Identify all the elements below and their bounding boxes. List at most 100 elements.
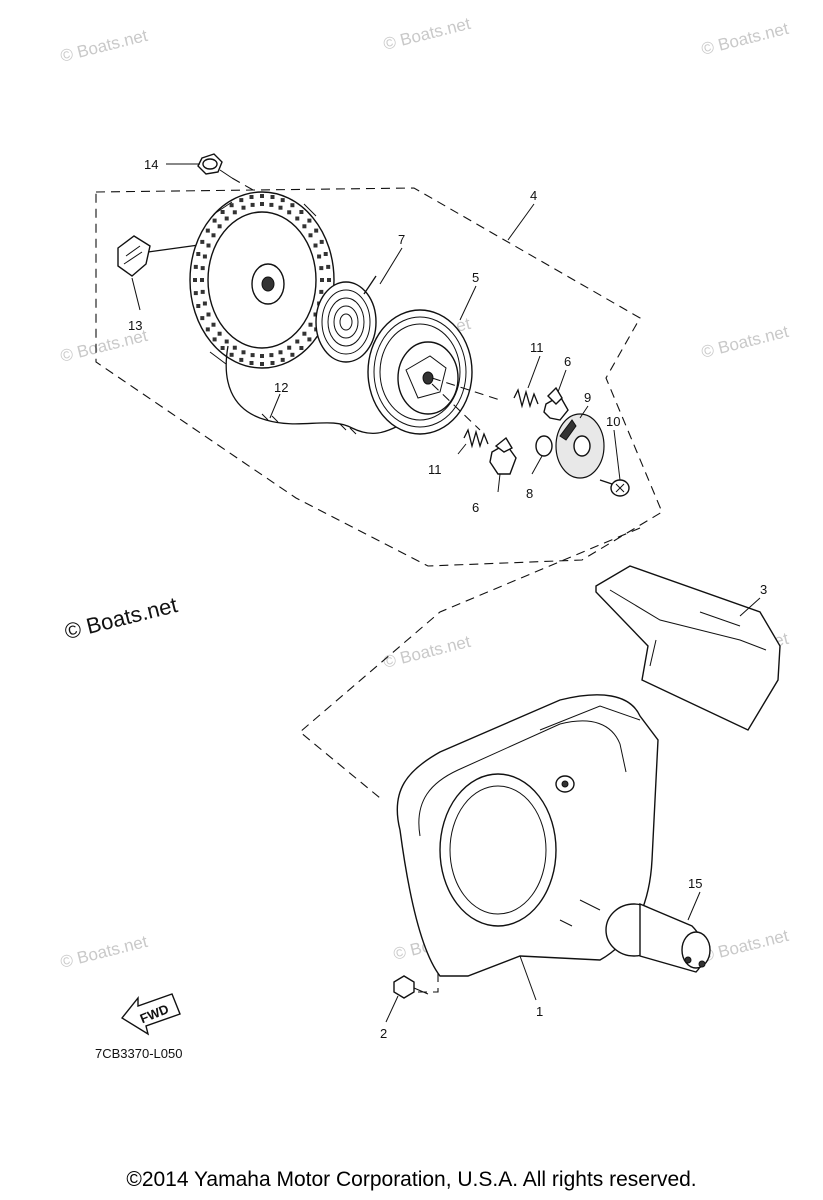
callout-7: 7 bbox=[398, 232, 405, 247]
vent-hole bbox=[220, 346, 225, 350]
part-6-ratchet-upper bbox=[543, 386, 569, 421]
vent-hole bbox=[241, 350, 246, 355]
vent-hole bbox=[317, 254, 322, 259]
case-vent-holes bbox=[193, 194, 331, 366]
part-12-starter-rope bbox=[225, 345, 399, 434]
vent-hole bbox=[220, 210, 225, 214]
watermark: © Boats.net bbox=[381, 14, 472, 54]
vent-hole bbox=[232, 345, 237, 350]
vent-hole bbox=[193, 264, 198, 269]
part-14-bolt bbox=[197, 153, 289, 211]
vent-hole bbox=[250, 353, 255, 358]
watermark: © Boats.net bbox=[699, 19, 790, 59]
vent-hole bbox=[196, 252, 201, 256]
vent-hole bbox=[295, 339, 300, 344]
vent-hole bbox=[319, 289, 324, 294]
vent-hole bbox=[280, 198, 285, 203]
recoil-starter-case bbox=[189, 191, 335, 369]
vent-hole bbox=[250, 202, 255, 207]
watermark: © Boats.net bbox=[58, 932, 149, 972]
vent-hole bbox=[287, 210, 292, 215]
watermark: © Boats.net bbox=[699, 322, 790, 362]
vent-hole bbox=[260, 202, 264, 206]
callout-8: 8 bbox=[526, 486, 533, 501]
vent-hole bbox=[260, 194, 264, 198]
vent-hole bbox=[299, 210, 304, 214]
vent-hole bbox=[320, 278, 324, 282]
callouts: 14 4 7 5 13 11 6 12 9 10 11 8 6 3 15 1 2 bbox=[128, 157, 767, 1041]
vent-hole bbox=[232, 210, 237, 215]
part-2-bolt bbox=[393, 975, 429, 999]
callout-11-lower: 11 bbox=[428, 462, 442, 477]
vent-hole bbox=[278, 350, 283, 355]
callout-9: 9 bbox=[584, 390, 591, 405]
vent-hole bbox=[269, 202, 274, 207]
callout-1: 1 bbox=[536, 1004, 543, 1019]
vent-hole bbox=[278, 205, 283, 210]
vent-hole bbox=[200, 239, 205, 244]
vent-hole bbox=[270, 195, 275, 199]
vent-hole bbox=[193, 278, 197, 282]
vent-hole bbox=[260, 362, 264, 366]
vent-hole bbox=[205, 327, 210, 332]
vent-hole bbox=[313, 243, 318, 248]
vent-hole bbox=[239, 357, 244, 362]
callout-11-upper: 11 bbox=[530, 340, 544, 355]
vent-hole bbox=[205, 228, 210, 233]
vent-hole bbox=[200, 278, 204, 282]
alignment-line-bolt bbox=[418, 960, 439, 993]
vent-hole bbox=[326, 264, 331, 269]
callout-13: 13 bbox=[128, 318, 142, 333]
vent-hole bbox=[224, 216, 229, 221]
part-6-ratchet-lower bbox=[489, 436, 517, 475]
copyright-notice: ©2014 Yamaha Motor Corporation, U.S.A. A… bbox=[126, 1168, 697, 1191]
callout-14: 14 bbox=[144, 157, 158, 172]
vent-hole bbox=[200, 266, 205, 271]
vent-hole bbox=[287, 345, 292, 350]
vent-hole bbox=[202, 254, 207, 259]
vent-hole bbox=[217, 224, 222, 229]
vent-hole bbox=[200, 316, 205, 321]
vent-hole bbox=[212, 337, 217, 342]
watermark: © Boats.net bbox=[699, 926, 790, 966]
vent-hole bbox=[270, 361, 275, 365]
vent-hole bbox=[290, 352, 295, 357]
vent-hole bbox=[217, 331, 222, 336]
vent-hole bbox=[211, 233, 216, 238]
callout-2: 2 bbox=[380, 1026, 387, 1041]
part-9-drive-plate bbox=[555, 413, 605, 479]
vent-hole bbox=[239, 198, 244, 203]
callout-6-upper: 6 bbox=[564, 354, 571, 369]
vent-hole bbox=[302, 224, 307, 229]
vent-hole bbox=[206, 243, 211, 248]
callout-6-lower: 6 bbox=[472, 500, 479, 515]
vent-hole bbox=[206, 312, 211, 317]
vent-hole bbox=[269, 353, 274, 358]
part-11-spring-lower bbox=[463, 428, 489, 449]
leader-lines bbox=[131, 163, 761, 1023]
part-8-washer bbox=[535, 435, 553, 457]
vent-hole bbox=[302, 331, 307, 336]
vent-hole bbox=[229, 203, 234, 208]
vent-hole bbox=[200, 289, 205, 294]
vent-hole bbox=[249, 195, 254, 199]
vent-hole bbox=[260, 354, 264, 358]
vent-hole bbox=[307, 218, 312, 223]
vent-hole bbox=[290, 203, 295, 208]
alignment-line-lower bbox=[299, 527, 641, 799]
callout-10: 10 bbox=[606, 414, 620, 429]
vent-hole bbox=[299, 346, 304, 350]
vent-hole bbox=[202, 301, 207, 306]
vent-hole bbox=[327, 278, 331, 282]
part-3-cover-plate bbox=[595, 565, 781, 731]
vent-hole bbox=[314, 228, 319, 233]
vent-hole bbox=[323, 252, 328, 256]
watermark: © Boats.net bbox=[381, 632, 472, 672]
watermark: © Boats.net bbox=[58, 26, 149, 66]
vent-hole bbox=[241, 205, 246, 210]
vent-hole bbox=[211, 322, 216, 327]
part-10-screw bbox=[599, 479, 630, 497]
vent-hole bbox=[313, 312, 318, 317]
vent-hole bbox=[193, 291, 198, 296]
